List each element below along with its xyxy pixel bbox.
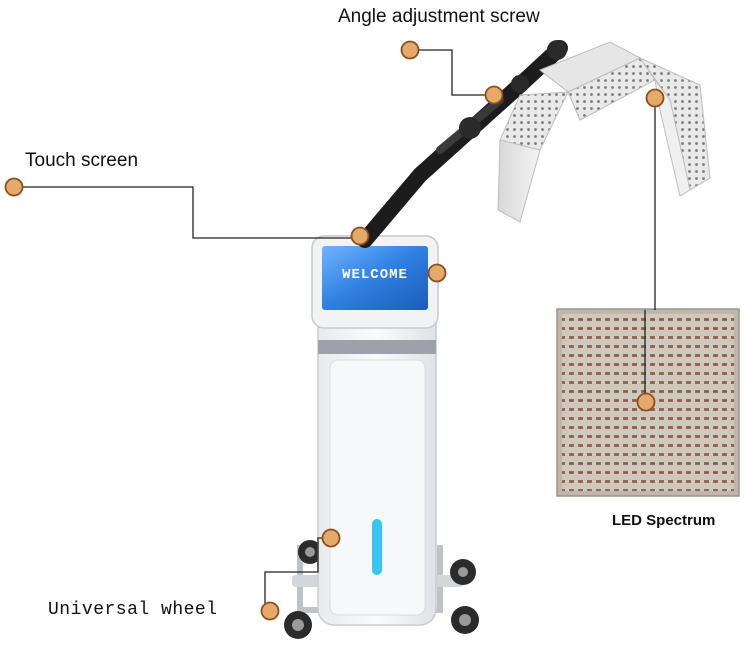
touch-screen-label: Touch screen <box>25 150 139 171</box>
device-body <box>317 299 437 626</box>
led-spectrum-label: LED Spectrum <box>612 512 716 529</box>
screen-welcome-text: WELCOME <box>342 267 408 283</box>
touch-screen-unit: WELCOME <box>311 235 439 329</box>
universal-wheel-label: Universal wheel <box>48 600 218 620</box>
articulated-arm <box>357 40 568 248</box>
marker-dot-icon <box>4 40 665 621</box>
wheel-icon <box>284 540 479 639</box>
angle-adjustment-screw-label: Angle adjustment screw <box>338 6 540 27</box>
indicator-light <box>372 519 382 575</box>
led-head <box>497 41 711 223</box>
